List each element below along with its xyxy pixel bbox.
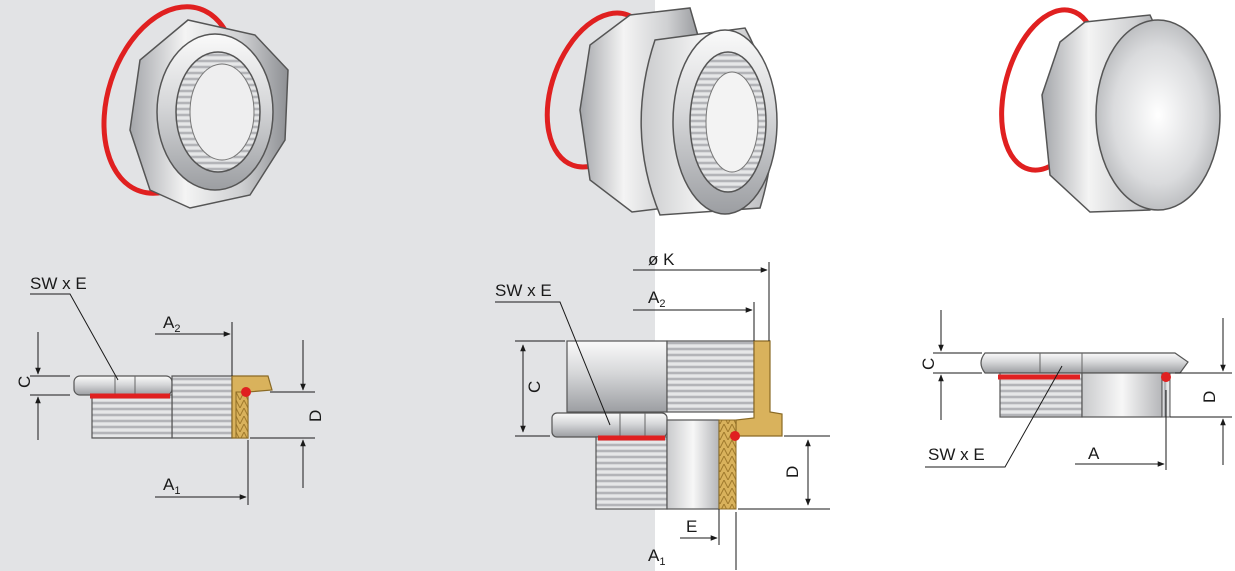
cap-disc [1095, 19, 1221, 211]
bore [705, 71, 759, 173]
lower-thread [595, 436, 668, 510]
label-d: D [783, 466, 802, 478]
plug-body [1081, 372, 1163, 418]
label-a1: A1 [163, 475, 180, 497]
background-panel [0, 0, 655, 571]
lower-thread [91, 394, 173, 439]
seal-dot [241, 387, 251, 397]
label-d: D [1200, 391, 1219, 403]
hex-section [73, 375, 173, 396]
brass-section [735, 340, 783, 437]
right-section-drawing [980, 352, 1189, 418]
label-a2: A2 [648, 288, 665, 310]
middle-labels: ø K SW x E A2 C D E A1 [495, 250, 802, 568]
left-labels: SW x E A2 C D A1 [15, 274, 325, 497]
seal-dot [730, 431, 740, 441]
label-e: E [686, 517, 697, 536]
label-k: ø K [648, 250, 675, 269]
label-sw: SW x E [495, 281, 552, 300]
bore [666, 419, 720, 510]
label-c: C [15, 376, 34, 388]
right-dimensions [925, 310, 1232, 470]
thread-body [999, 372, 1083, 418]
middle-fitting-illustration [544, 7, 778, 216]
middle-section-drawing [551, 340, 783, 510]
upper-thread [666, 340, 755, 413]
label-d: D [306, 410, 325, 422]
right-labels: C D SW x E A [919, 358, 1219, 464]
thread-body [171, 375, 233, 439]
label-a1: A1 [648, 546, 665, 568]
left-dimensions [30, 293, 315, 505]
seal-dot [1161, 372, 1171, 382]
middle-dimensions [495, 262, 830, 570]
label-c: C [919, 358, 938, 370]
cap-head [980, 352, 1189, 374]
label-sw: SW x E [30, 274, 87, 293]
label-c: C [525, 381, 544, 393]
label-sw: SW x E [928, 445, 985, 464]
right-plug-illustration [999, 7, 1221, 213]
label-a2: A2 [163, 313, 180, 335]
bore [189, 63, 255, 161]
upper-body [566, 340, 668, 413]
left-section-drawing [73, 375, 273, 439]
left-fitting-illustration [101, 4, 289, 209]
label-a: A [1088, 444, 1100, 463]
